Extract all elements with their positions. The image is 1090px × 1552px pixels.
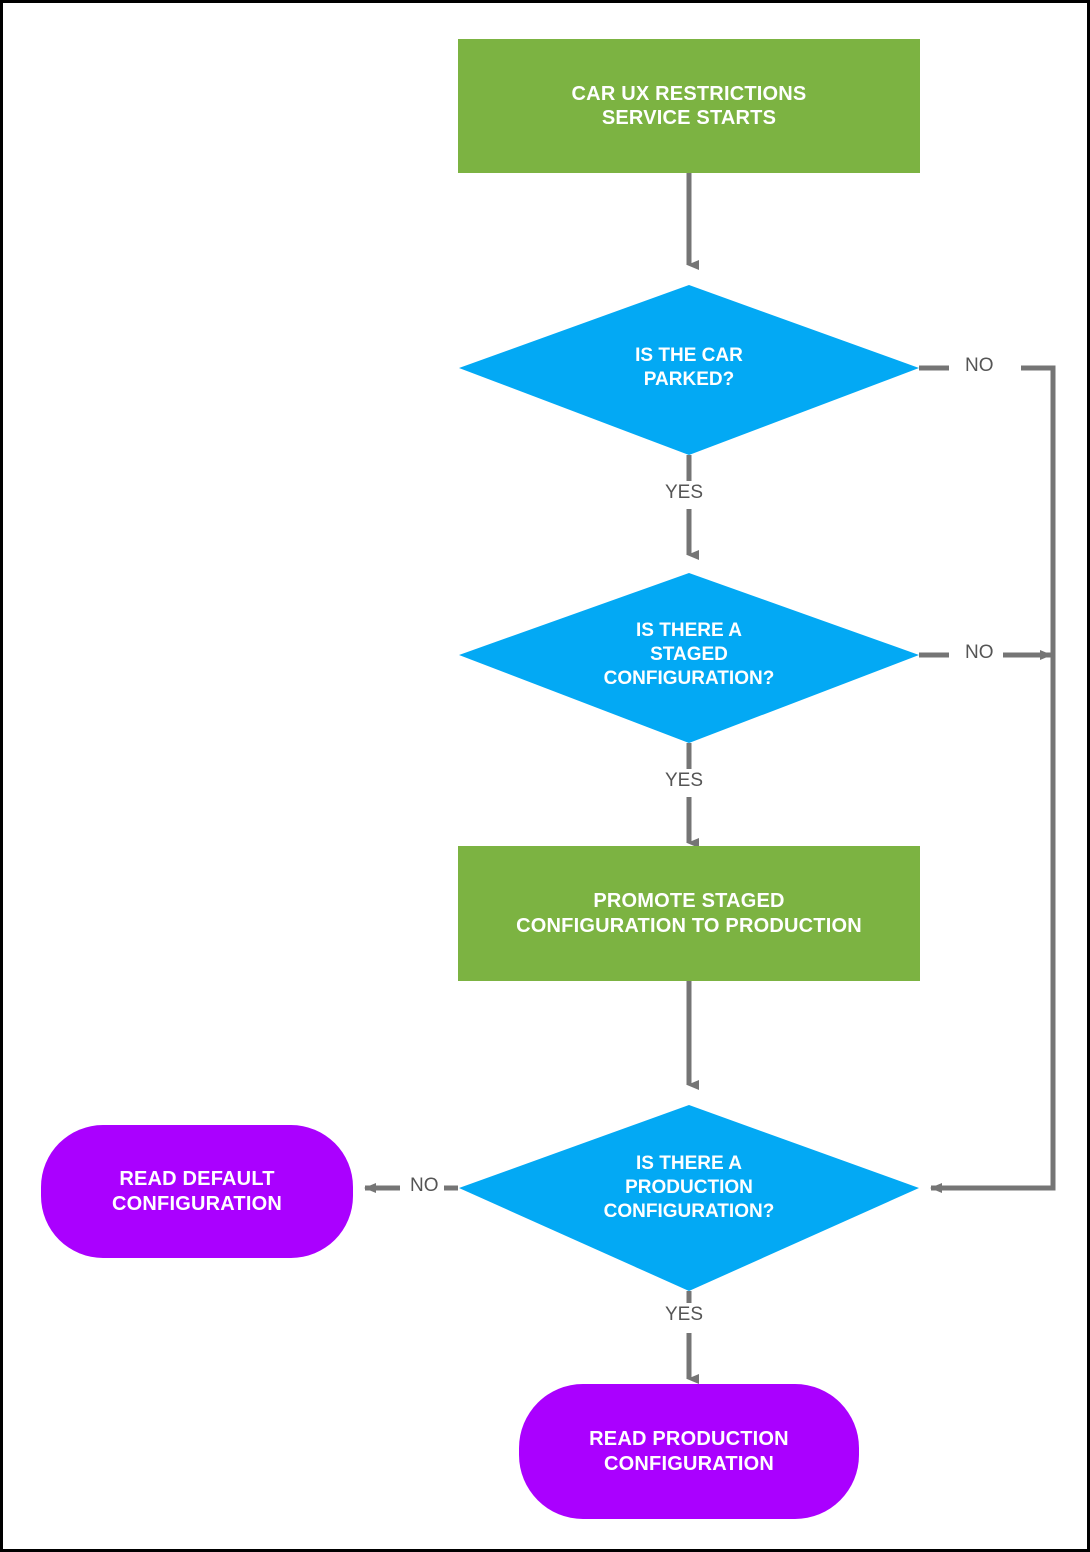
node-read-default-label: READ DEFAULT CONFIGURATION (112, 1167, 282, 1216)
node-read-default-line-1: READ DEFAULT (119, 1168, 275, 1191)
diamond-is-car-parked[interactable] (459, 285, 919, 455)
decision2-line-2: STAGED (650, 644, 728, 666)
edge-label-production-no: NO (405, 1175, 444, 1197)
node-label-is-there-a-staged-configuration: IS THERE A STAGED CONFIGURATION? (549, 607, 829, 703)
decision3-line-2: PRODUCTION (625, 1177, 753, 1199)
node-read-production-configuration[interactable]: READ PRODUCTION CONFIGURATION (519, 1384, 859, 1519)
edge-parked-no-to-production (919, 365, 1056, 1193)
decision1-line-2: PARKED? (643, 369, 735, 390)
node-read-default-line-2: CONFIGURATION (112, 1192, 282, 1215)
node-start-line-1: CAR UX RESTRICTIONS (571, 82, 807, 105)
node-read-production-label: READ PRODUCTION CONFIGURATION (589, 1427, 789, 1476)
diamond-is-production-config[interactable] (459, 1105, 919, 1291)
decision3-line-3: CONFIGURATION? (603, 1200, 775, 1222)
decision3-text: IS THERE A PRODUCTION CONFIGURATION? (604, 1152, 775, 1223)
node-read-production-line-2: CONFIGURATION (603, 1452, 774, 1475)
edge-label-staged-yes: YES (660, 770, 709, 792)
edge-label-parked-yes: YES (660, 482, 709, 504)
flowchart-edges (364, 173, 1056, 1384)
node-promote-staged-configuration-to-production[interactable]: PROMOTE STAGED CONFIGURATION TO PRODUCTI… (458, 846, 920, 981)
node-promote-label: PROMOTE STAGED CONFIGURATION TO PRODUCTI… (516, 889, 862, 938)
decision2-line-3: CONFIGURATION? (603, 667, 775, 689)
edge-label-parked-no: NO (960, 355, 999, 377)
decision2-line-1: IS THERE A (636, 620, 742, 642)
node-start-label: CAR UX RESTRICTIONS SERVICE STARTS (572, 82, 807, 131)
node-start-line-2: SERVICE STARTS (601, 107, 777, 129)
node-read-production-line-1: READ PRODUCTION (589, 1428, 789, 1451)
decision1-line-1: IS THE CAR (635, 345, 743, 367)
node-label-is-the-car-parked: IS THE CAR PARKED? (569, 328, 809, 408)
decision2-text: IS THERE A STAGED CONFIGURATION? (604, 619, 775, 690)
edge-label-staged-no: NO (960, 642, 999, 664)
node-promote-line-1: PROMOTE STAGED (593, 890, 785, 913)
node-label-is-there-a-production-configuration: IS THERE A PRODUCTION CONFIGURATION? (549, 1140, 829, 1236)
diamond-is-staged-config[interactable] (459, 573, 919, 743)
node-promote-line-2: CONFIGURATION TO PRODUCTION (516, 914, 862, 937)
decision3-line-1: IS THERE A (636, 1153, 742, 1175)
edge-label-production-yes: YES (660, 1304, 709, 1326)
node-read-default-configuration[interactable]: READ DEFAULT CONFIGURATION (41, 1125, 353, 1258)
decision1-text: IS THE CAR PARKED? (635, 344, 743, 392)
node-car-ux-restrictions-service-starts[interactable]: CAR UX RESTRICTIONS SERVICE STARTS (458, 39, 920, 173)
